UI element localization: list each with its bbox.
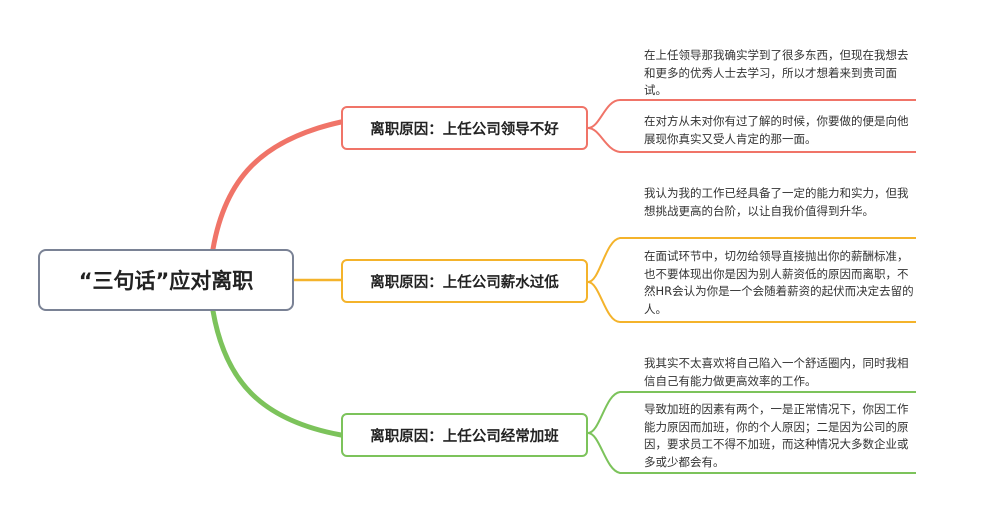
connector-branch-1-leaf-1 (587, 99, 916, 129)
connector-branch-2-leaf-2 (587, 281, 916, 323)
leaf-text: 导致加班的因素有两个，一是正常情况下，你因工作能力原因而加班，你的个人原因；二是… (644, 402, 909, 469)
leaf-node-leader-answer[interactable]: 在上任领导那我确实学到了很多东西，但现在我想去和更多的优秀人士去学习，所以才想着… (644, 47, 916, 100)
leaf-text: 我认为我的工作已经具备了一定的能力和实力，但我想挑战更高的台阶，以让自我价值得到… (644, 186, 909, 218)
branch-title: 离职原因：上任公司经常加班 (370, 428, 559, 445)
leaf-text: 在对方从未对你有过了解的时候，你要做的便是向他展现你真实又受人肯定的那一面。 (644, 114, 909, 146)
root-node[interactable]: “三句话”应对离职 (38, 249, 294, 311)
leaf-text: 在上任领导那我确实学到了很多东西，但现在我想去和更多的优秀人士去学习，所以才想着… (644, 48, 909, 97)
connector-branch-1-leaf-2 (587, 127, 916, 153)
leaf-node-overtime-answer[interactable]: 我其实不太喜欢将自己陷入一个舒适圈内，同时我相信自己有能力做更高效率的工作。 (644, 355, 916, 390)
branch-node-overtime[interactable]: 离职原因：上任公司经常加班 (341, 413, 588, 457)
leaf-node-salary-tip[interactable]: 在面试环节中，切勿给领导直接抛出你的薪酬标准，也不要体现出你是因为别人薪资低的原… (644, 248, 916, 318)
connector-root-branch-3 (210, 308, 344, 438)
connector-branch-3-leaf-2 (587, 432, 916, 474)
leaf-text: 我其实不太喜欢将自己陷入一个舒适圈内，同时我相信自己有能力做更高效率的工作。 (644, 356, 909, 388)
root-title: “三句话”应对离职 (78, 269, 254, 293)
connector-branch-3-leaf-1 (587, 391, 916, 434)
branch-node-salary[interactable]: 离职原因：上任公司薪水过低 (341, 259, 588, 303)
leaf-text: 在面试环节中，切勿给领导直接抛出你的薪酬标准，也不要体现出你是因为别人薪资低的原… (644, 249, 914, 316)
connector-branch-2-leaf-1 (587, 237, 916, 283)
branch-node-leader[interactable]: 离职原因：上任公司领导不好 (341, 106, 588, 150)
leaf-node-leader-tip[interactable]: 在对方从未对你有过了解的时候，你要做的便是向他展现你真实又受人肯定的那一面。 (644, 113, 916, 148)
branch-title: 离职原因：上任公司领导不好 (370, 121, 559, 138)
connector-root-branch-1 (210, 119, 344, 252)
leaf-node-salary-answer[interactable]: 我认为我的工作已经具备了一定的能力和实力，但我想挑战更高的台阶，以让自我价值得到… (644, 185, 916, 220)
leaf-node-overtime-tip[interactable]: 导致加班的因素有两个，一是正常情况下，你因工作能力原因而加班，你的个人原因；二是… (644, 401, 916, 471)
branch-title: 离职原因：上任公司薪水过低 (370, 274, 559, 291)
